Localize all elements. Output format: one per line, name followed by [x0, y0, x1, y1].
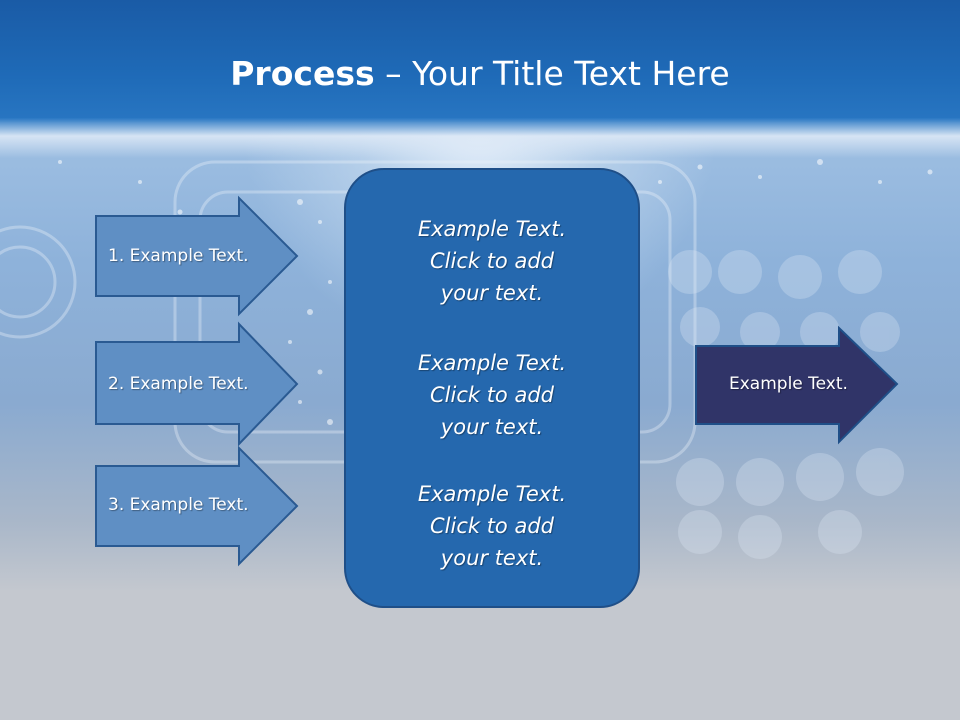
left-arrow-3[interactable] — [95, 445, 299, 567]
left-arrow-2-label: 2. Example Text. — [108, 374, 249, 394]
title-fade — [0, 118, 960, 158]
center-text-block-2[interactable]: Example Text. Click to add your text. — [344, 347, 640, 443]
center-text-line: your text. — [440, 281, 544, 305]
center-text-line: Example Text. — [417, 351, 567, 375]
right-arrow[interactable] — [695, 325, 899, 445]
left-arrow-3-label: 3. Example Text. — [108, 495, 249, 515]
center-text-line: Example Text. — [417, 482, 567, 506]
title-rest: – Your Title Text Here — [374, 54, 730, 93]
center-text-line: your text. — [440, 415, 544, 439]
center-text-block-1[interactable]: Example Text. Click to add your text. — [344, 213, 640, 309]
title-band — [0, 0, 960, 130]
center-text-line: Click to add — [429, 514, 554, 538]
center-text-line: Click to add — [429, 249, 554, 273]
title-bold: Process — [230, 54, 375, 93]
circuit-board-image — [0, 159, 933, 559]
left-arrow-1[interactable] — [95, 195, 299, 317]
left-arrow-2[interactable] — [95, 321, 299, 447]
center-text-line: Example Text. — [417, 217, 567, 241]
slide-title: Process – Your Title Text Here — [0, 52, 960, 96]
left-arrow-1-label: 1. Example Text. — [108, 246, 249, 266]
center-text-box[interactable] — [344, 168, 640, 608]
center-text-line: your text. — [440, 546, 544, 570]
center-text-block-3[interactable]: Example Text. Click to add your text. — [344, 478, 640, 574]
right-arrow-label: Example Text. — [729, 374, 848, 394]
center-text-line: Click to add — [429, 383, 554, 407]
